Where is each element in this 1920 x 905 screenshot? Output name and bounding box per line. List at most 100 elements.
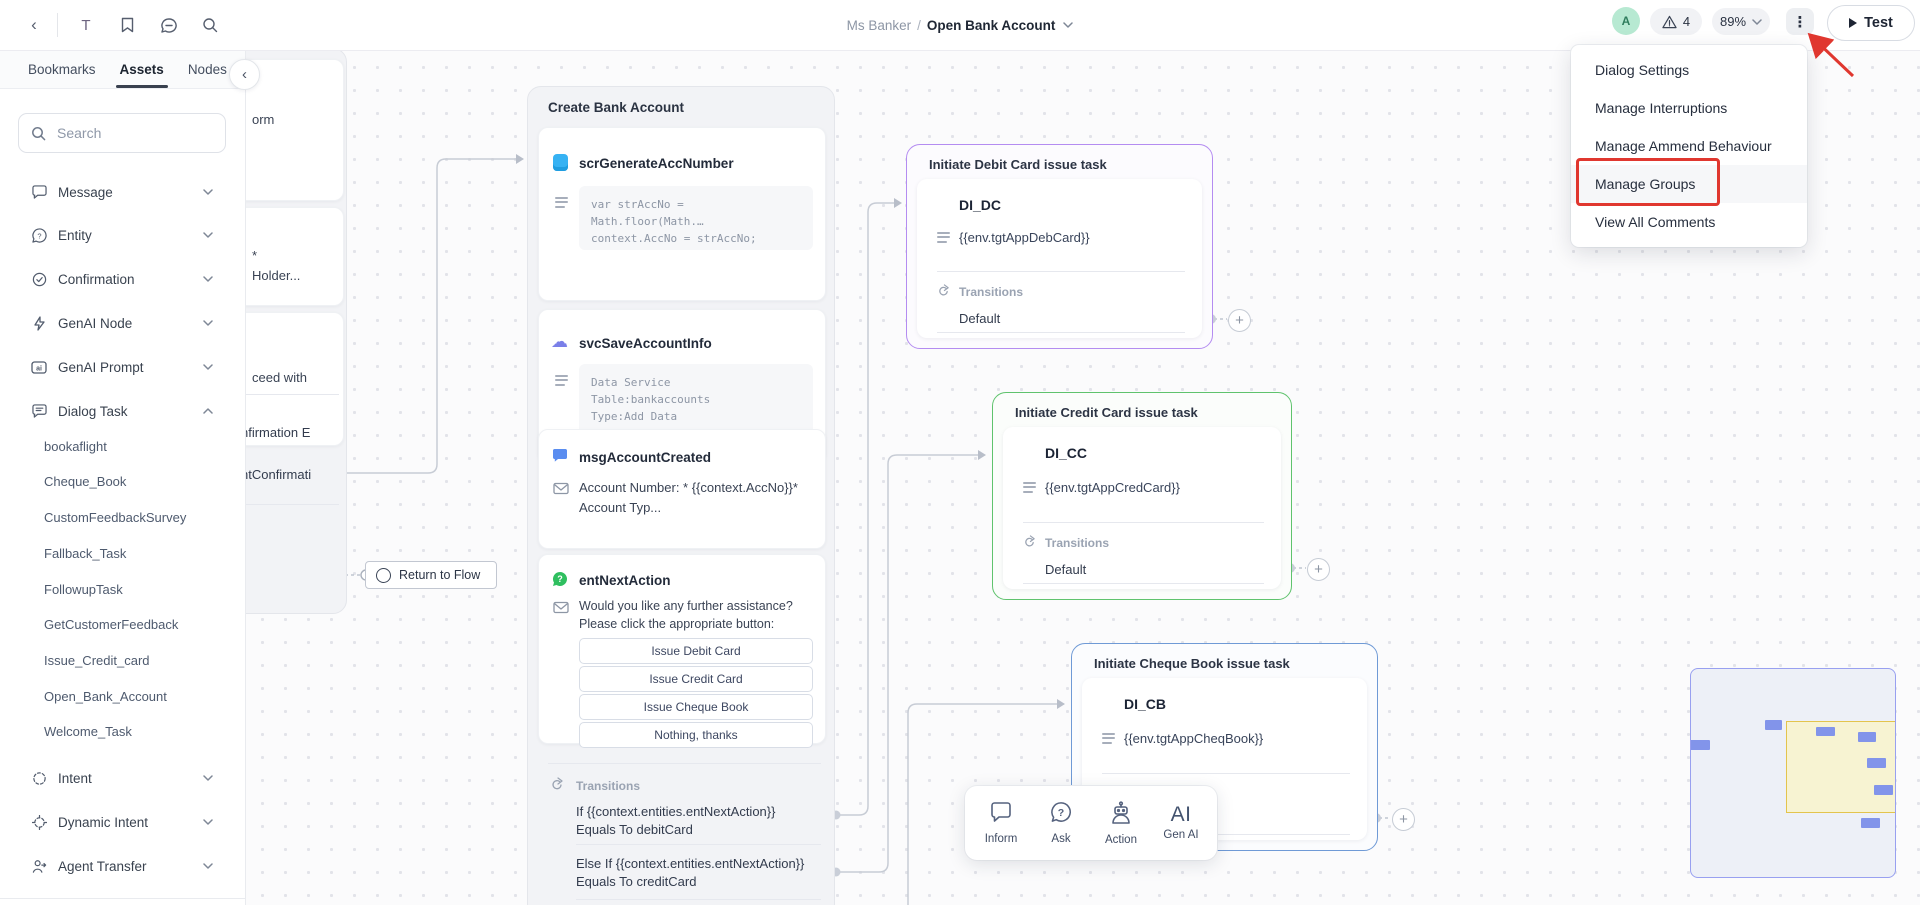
- script-card-title: scrGenerateAccNumber: [579, 156, 734, 171]
- group-node-create-bank-account[interactable]: Create Bank Account scrGenerateAccNumber…: [527, 86, 835, 905]
- sidebar-item-confirmation[interactable]: Confirmation: [0, 261, 245, 297]
- cloud-service-icon: ☁: [551, 332, 568, 351]
- back-button[interactable]: ‹: [31, 15, 37, 34]
- search-icon[interactable]: [197, 12, 223, 38]
- menu-item-view-all-comments[interactable]: View All Comments: [1595, 214, 1716, 230]
- task-node-body[interactable]: DI_CC {{env.tgtAppCredCard}} Transitions…: [1003, 427, 1281, 589]
- add-node-button[interactable]: [1307, 558, 1330, 581]
- breadcrumb-project[interactable]: Ms Banker: [846, 17, 912, 33]
- script-code-preview[interactable]: var strAccNo = Math.floor(Math.… context…: [579, 186, 813, 250]
- task-node-credit-card[interactable]: Initiate Credit Card issue task DI_CC {{…: [992, 392, 1292, 600]
- transition-divider-2: [576, 899, 821, 900]
- chevron-down-icon: [203, 276, 213, 282]
- partial-text-1: orm: [252, 112, 275, 127]
- sidebar-item-label: Dynamic Intent: [58, 814, 149, 830]
- quick-reply-issue-cheque-book[interactable]: Issue Cheque Book: [579, 694, 813, 720]
- transitions-label: Transitions: [959, 285, 1024, 299]
- dialog-task-customfeedbacksurvey[interactable]: CustomFeedbackSurvey: [44, 510, 187, 525]
- tab-nodes[interactable]: Nodes: [187, 61, 227, 77]
- toolbar-inform-button[interactable]: Inform: [974, 801, 1028, 845]
- task-node-debit-card[interactable]: Initiate Debit Card issue task DI_DC {{e…: [906, 144, 1213, 349]
- menu-item-dialog-settings[interactable]: Dialog Settings: [1595, 62, 1690, 78]
- transition-if-debitcard[interactable]: If {{context.entities.entNextAction}} Eq…: [576, 804, 776, 837]
- breadcrumb-page[interactable]: Open Bank Account: [926, 17, 1056, 33]
- transition-elseif-creditcard[interactable]: Else If {{context.entities.entNextAction…: [576, 856, 805, 889]
- dialog-task-cheque-book[interactable]: Cheque_Book: [44, 474, 127, 489]
- sidebar-item-intent[interactable]: Intent: [0, 760, 245, 796]
- sidebar-item-label: GenAI Node: [58, 315, 133, 331]
- tab-bookmarks[interactable]: Bookmarks: [28, 61, 96, 77]
- dialog-task-value: {{env.tgtAppCredCard}}: [1045, 480, 1180, 495]
- chevron-down-icon[interactable]: [1063, 22, 1074, 28]
- node-card-entity[interactable]: ? entNextAction Would you like any furth…: [538, 554, 826, 748]
- sidebar-item-entity[interactable]: ? Entity: [0, 217, 245, 253]
- chevron-down-icon: [203, 320, 213, 326]
- warnings-badge[interactable]: 4: [1650, 8, 1702, 35]
- transitions-icon: [550, 777, 564, 796]
- partial-transition-2[interactable]: ntConfirmati: [241, 467, 312, 482]
- partial-card-3[interactable]: ceed with: [237, 312, 344, 446]
- task-divider-bottom: [1102, 834, 1350, 835]
- transitions-icon: [937, 284, 950, 302]
- more-options-button[interactable]: ⋮: [1786, 8, 1814, 35]
- task-node-cheque-book[interactable]: Initiate Cheque Book issue task DI_CB {{…: [1071, 643, 1378, 851]
- node-card-message[interactable]: msgAccountCreated Account Number: * {{co…: [538, 429, 826, 549]
- sidebar-item-dynamic-intent[interactable]: Dynamic Intent: [0, 804, 245, 840]
- menu-item-manage-groups[interactable]: Manage Groups: [1571, 165, 1807, 203]
- dialog-task-bookaflight[interactable]: bookaflight: [44, 439, 107, 454]
- partial-card-2[interactable]: * Holder...: [237, 207, 344, 306]
- quick-reply-nothing-thanks[interactable]: Nothing, thanks: [579, 722, 813, 748]
- menu-item-manage-interruptions[interactable]: Manage Interruptions: [1595, 100, 1728, 116]
- task-node-header: Initiate Credit Card issue task: [1015, 405, 1198, 420]
- more-options-menu: Dialog Settings Manage Interruptions Man…: [1571, 45, 1807, 247]
- test-button[interactable]: Test: [1827, 5, 1915, 41]
- add-node-button[interactable]: [1228, 309, 1251, 332]
- search-input[interactable]: [55, 124, 209, 142]
- dialog-task-welcome-task[interactable]: Welcome_Task: [44, 724, 132, 739]
- comments-icon[interactable]: [156, 12, 182, 38]
- task-node-body[interactable]: DI_CB {{env.tgtAppCheqBook}} Transitions…: [1082, 678, 1367, 840]
- partial-transition-1[interactable]: nfirmation E: [241, 425, 311, 440]
- dialog-task-open-bank-account[interactable]: Open_Bank_Account: [44, 689, 167, 704]
- svg-text:?: ?: [37, 231, 41, 240]
- sidebar-search[interactable]: [18, 113, 226, 153]
- sidebar-item-genai-prompt[interactable]: ai GenAI Prompt: [0, 349, 245, 385]
- minimap-node: [1867, 758, 1886, 768]
- dialog-task-followuptask[interactable]: FollowupTask: [44, 582, 123, 597]
- tab-assets[interactable]: Assets: [108, 50, 176, 88]
- partial-text-3: ceed with: [252, 370, 307, 385]
- quick-reply-issue-debit-card[interactable]: Issue Debit Card: [579, 638, 813, 664]
- message-card-text[interactable]: Account Number: * {{context.AccNo}}* Acc…: [579, 480, 798, 515]
- zoom-selector[interactable]: 89%: [1712, 8, 1770, 35]
- minimap[interactable]: [1690, 668, 1896, 878]
- sidebar-item-dialog-task[interactable]: Dialog Task: [0, 393, 245, 429]
- text-tool-icon[interactable]: T: [81, 16, 91, 34]
- toolbar-ask-button[interactable]: ? Ask: [1034, 801, 1088, 845]
- toolbar-action-button[interactable]: Action: [1094, 800, 1148, 846]
- node-card-script[interactable]: scrGenerateAccNumber var strAccNo = Math…: [538, 127, 826, 301]
- sidebar-item-agent-transfer[interactable]: Agent Transfer: [0, 848, 245, 884]
- chevron-down-icon: [203, 232, 213, 238]
- warning-count: 4: [1682, 14, 1691, 29]
- dialog-task-getcustomerfeedback[interactable]: GetCustomerFeedback: [44, 617, 179, 632]
- add-node-button[interactable]: [1392, 808, 1415, 831]
- dialog-task-fallback-task[interactable]: Fallback_Task: [44, 546, 127, 561]
- task-node-body[interactable]: DI_DC {{env.tgtAppDebCard}} Transitions …: [917, 179, 1202, 338]
- dialog-bubble-icon: [31, 403, 47, 419]
- transition-default[interactable]: Default: [959, 311, 1001, 326]
- toolbar-genai-label: Gen AI: [1163, 829, 1199, 841]
- bookmark-icon[interactable]: [114, 12, 140, 38]
- transition-default[interactable]: Default: [1045, 562, 1087, 577]
- dialog-task-issue-credit-card[interactable]: Issue_Credit_card: [44, 653, 150, 668]
- gen-ai-icon: [1171, 805, 1192, 825]
- avatar[interactable]: A: [1612, 7, 1640, 35]
- toolbar-genai-button[interactable]: Gen AI: [1154, 805, 1208, 841]
- sidebar-item-genai-node[interactable]: GenAI Node: [0, 305, 245, 341]
- return-to-flow-button[interactable]: Return to Flow: [365, 561, 497, 589]
- quick-reply-issue-credit-card[interactable]: Issue Credit Card: [579, 666, 813, 692]
- menu-item-manage-ammend-behaviour[interactable]: Manage Ammend Behaviour: [1595, 138, 1772, 154]
- task-divider-bottom: [937, 332, 1185, 333]
- sidebar-collapse-button[interactable]: ‹: [229, 59, 260, 90]
- sidebar-item-message[interactable]: Message: [0, 174, 245, 210]
